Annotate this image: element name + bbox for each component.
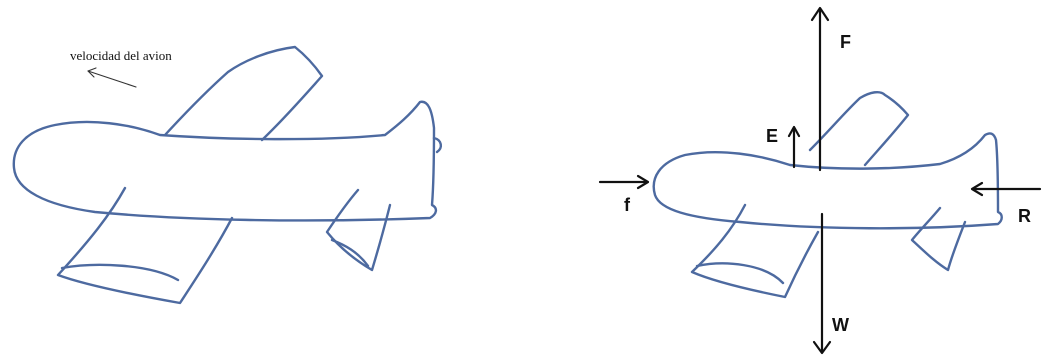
right-fuselage — [652, 132, 1003, 230]
left-tail-fin — [325, 188, 392, 272]
left-bottom-wing — [56, 186, 234, 305]
left-figure: velocidad del avion — [12, 45, 442, 305]
force-weight-arrow — [812, 212, 832, 355]
force-resistance-label: R — [1018, 206, 1031, 226]
force-thrust-label: E — [766, 126, 778, 146]
force-resistance-arrow — [970, 181, 1042, 197]
force-thrust-arrow — [787, 125, 801, 169]
right-top-wing — [808, 90, 910, 167]
force-lift-arrow — [810, 6, 830, 172]
right-bottom-wing — [690, 203, 820, 299]
left-top-wing — [163, 45, 324, 142]
right-tail-fin — [910, 206, 967, 272]
force-weight-label: W — [832, 315, 849, 335]
force-lift-label: F — [840, 32, 851, 52]
left-airplane-sketch — [12, 45, 442, 305]
force-friction-arrow — [598, 174, 650, 190]
force-friction-label: f — [624, 195, 631, 215]
velocity-arrow — [87, 67, 137, 88]
left-tail-fin-edge — [330, 238, 370, 268]
left-fuselage — [12, 100, 438, 222]
right-figure: F E f R W — [598, 6, 1042, 355]
left-tail-detail — [432, 136, 442, 154]
velocity-label: velocidad del avion — [70, 48, 172, 63]
right-airplane-sketch — [652, 90, 1003, 299]
left-bottom-wing-edge — [60, 263, 180, 282]
right-bottom-wing-edge — [695, 262, 785, 285]
